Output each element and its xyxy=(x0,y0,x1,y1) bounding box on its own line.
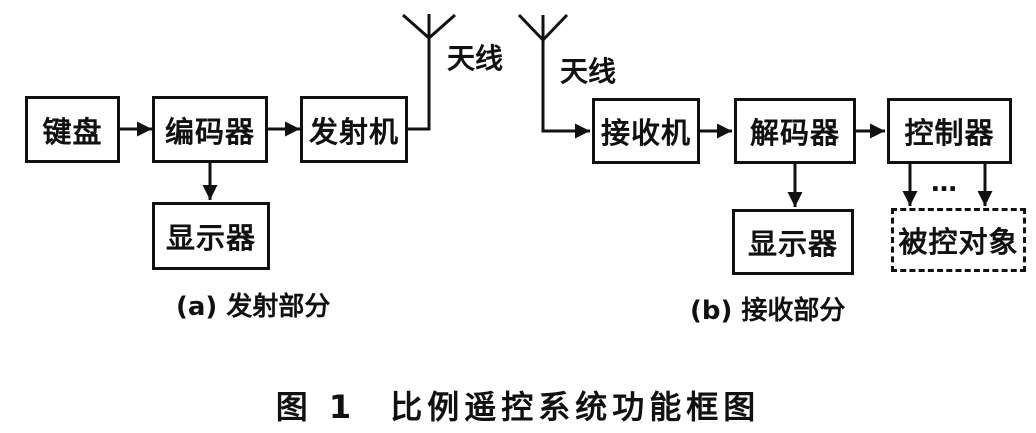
keyboard-box: 键盘 xyxy=(25,96,120,163)
decoder-box: 解码器 xyxy=(734,98,856,164)
receive-caption: (b) 接收部分 xyxy=(690,296,846,326)
transmitter-box: 发射机 xyxy=(300,96,408,163)
receive-display-box: 显示器 xyxy=(732,209,854,275)
controller-label: 控制器 xyxy=(904,116,995,150)
encoder-label: 编码器 xyxy=(164,114,255,149)
transmit-antenna-label: 天线 xyxy=(447,42,504,75)
receiver-box: 接收机 xyxy=(592,98,700,164)
transmit-display-label: 显示器 xyxy=(165,221,256,255)
figure-title-text: 比例遥控系统功能框图 xyxy=(390,388,761,426)
transmitter-label: 发射机 xyxy=(308,114,399,149)
controlled-object-box: 被控对象 xyxy=(891,208,1026,272)
wire-antenna-receiver xyxy=(541,40,590,139)
controlled-object-label: 被控对象 xyxy=(898,225,1019,259)
figure-number: 图 1 xyxy=(275,388,357,426)
controller-box: 控制器 xyxy=(887,98,1012,164)
output-ellipsis: … xyxy=(931,168,957,198)
transmit-display-box: 显示器 xyxy=(152,202,270,270)
transmit-caption: (a) 发射部分 xyxy=(176,292,331,322)
keyboard-label: 键盘 xyxy=(42,114,103,149)
transmit-antenna-icon xyxy=(402,13,456,40)
encoder-box: 编码器 xyxy=(152,96,268,163)
receive-antenna-label: 天线 xyxy=(560,55,617,88)
decoder-label: 解码器 xyxy=(749,116,840,150)
receive-antenna-icon xyxy=(517,13,569,42)
wire-transmitter-antenna xyxy=(408,38,431,131)
receiver-label: 接收机 xyxy=(600,116,691,150)
receive-display-label: 显示器 xyxy=(747,227,838,261)
figure-title: 图 1 比例遥控系统功能框图 xyxy=(0,382,1036,428)
